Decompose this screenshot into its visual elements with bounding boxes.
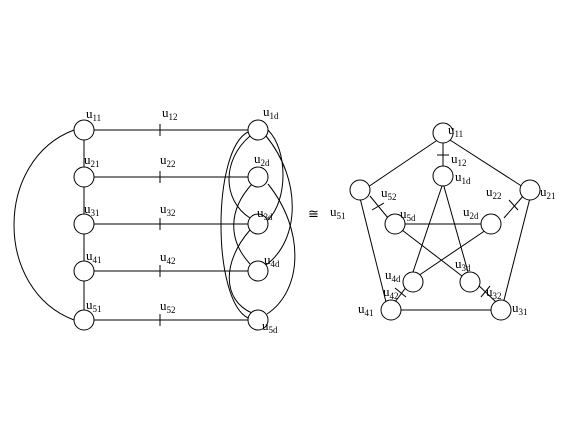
left-node-u1d: [247, 119, 269, 141]
left-node-u11: [73, 119, 95, 141]
right-spoke-u51-u5d: [369, 195, 389, 219]
right-label-u11: u11: [448, 122, 463, 139]
right-label-u32: u32: [486, 284, 502, 301]
right-tick-u42: [394, 287, 407, 298]
right-edge-u2d-u4d: [417, 229, 487, 277]
right-node-u11: [432, 122, 454, 144]
right-tick-u22: [508, 199, 519, 211]
right-label-u12: u12: [451, 151, 467, 168]
left-label-u2d: u2d: [254, 151, 270, 168]
right-spoke-u21-u2d: [503, 194, 525, 219]
left-node-u2d: [247, 166, 269, 188]
right-edge-u11-u21: [449, 139, 524, 188]
right-label-u4d: u4d: [385, 267, 401, 284]
left-edge-u11-u51-arc: [13, 129, 75, 321]
left-label-u11: u11: [86, 106, 101, 123]
left-label-u52: u52: [160, 298, 176, 315]
left-label-u41: u41: [86, 248, 102, 265]
right-node-u4d: [402, 271, 424, 293]
right-node-u21: [519, 179, 541, 201]
left-label-u5d: u5d: [262, 318, 278, 335]
left-label-u12: u12: [162, 105, 178, 122]
left-node-u3d: [247, 213, 269, 235]
left-label-u31: u31: [84, 201, 100, 218]
right-edge-u51-u11: [367, 140, 437, 188]
left-node-u51: [73, 309, 95, 331]
left-node-u31: [73, 213, 95, 235]
left-label-u1d: u1d: [263, 104, 279, 121]
right-edge-u21-u31: [503, 197, 531, 301]
left-edge-u1d-u4d: [265, 135, 293, 266]
right-node-u31: [490, 299, 512, 321]
right-label-u31: u31: [512, 300, 528, 317]
right-edge-u1d-u4d: [412, 182, 444, 273]
left-edge-u3d-u1d-outer: [267, 129, 284, 221]
right-edge-u1d-u3d: [442, 182, 469, 273]
right-label-u3d: u3d: [455, 256, 471, 273]
left-edge-u2d-u4d: [233, 183, 253, 265]
right-label-u22: u22: [486, 184, 502, 201]
left-label-u21: u21: [84, 152, 100, 169]
right-tick-u52: [371, 202, 385, 211]
left-node-u4d: [247, 260, 269, 282]
left-label-u32: u32: [160, 201, 176, 218]
right-node-u5d: [384, 213, 406, 235]
left-graph: u11 u21 u31 u41 u51 u1d u2d u3d u4d u5d …: [13, 104, 296, 335]
left-label-u22: u22: [160, 152, 176, 169]
right-label-u2d: u2d: [463, 204, 479, 221]
right-label-u42: u42: [383, 284, 399, 301]
left-label-u3d: u3d: [257, 205, 273, 222]
left-edge-u3d-u5d: [228, 229, 253, 314]
right-label-u41: u41: [358, 301, 374, 318]
left-node-u41: [73, 260, 95, 282]
right-node-u3d: [459, 271, 481, 293]
right-label-u51: u51: [330, 204, 346, 221]
left-label-u51: u51: [86, 297, 102, 314]
right-edge-u5d-u3d: [401, 229, 463, 277]
right-label-u21: u21: [540, 184, 556, 201]
left-edge-u1d-u3d: [228, 135, 251, 219]
right-label-u1d: u1d: [455, 169, 471, 186]
left-node-u5d: [247, 309, 269, 331]
left-label-u42: u42: [160, 249, 176, 266]
left-label-u4d: u4d: [264, 252, 280, 269]
right-label-u5d: u5d: [400, 206, 416, 223]
left-edge-u1d-u5d-outer: [220, 131, 249, 319]
right-node-u1d: [432, 165, 454, 187]
isomorphism-symbol: ≅: [308, 207, 319, 222]
right-node-u2d: [480, 213, 502, 235]
left-node-u21: [73, 166, 95, 188]
right-tick-u32: [480, 285, 491, 298]
right-graph: u11 u21 u31 u41 u51 u1d u2d u3d u4d u5d …: [330, 122, 556, 321]
right-edge-u41-u51: [359, 197, 387, 303]
right-node-u51: [349, 179, 371, 201]
right-node-u41: [380, 299, 402, 321]
right-label-u52: u52: [381, 185, 397, 202]
